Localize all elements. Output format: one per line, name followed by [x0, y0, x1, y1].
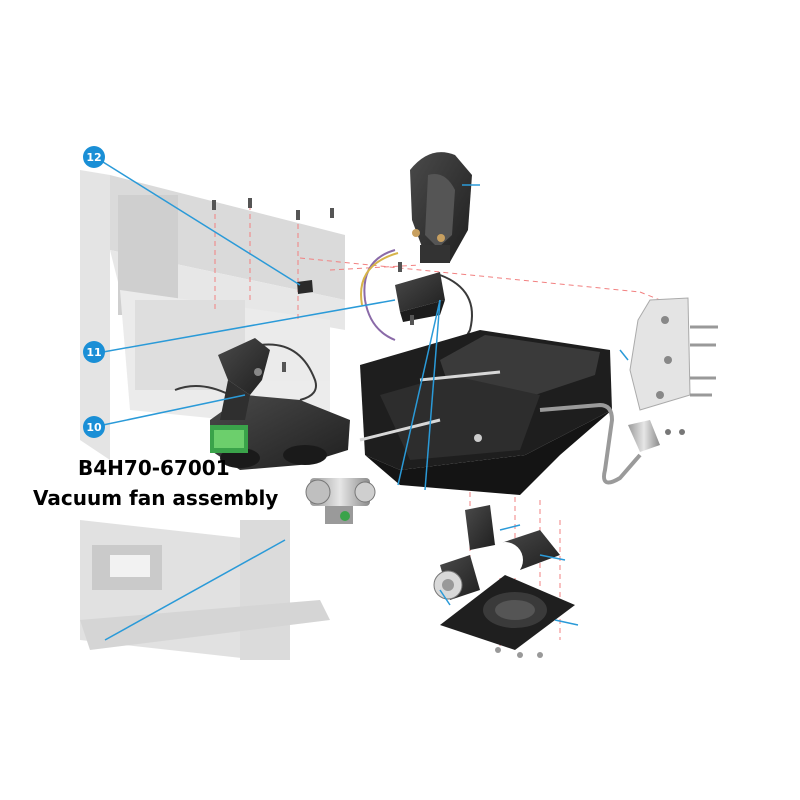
- callout-11-label: 11: [86, 346, 101, 359]
- connector-bracket: [628, 420, 685, 452]
- callout-10-label: 10: [86, 421, 102, 434]
- vacuum-fan-assembly: [210, 338, 350, 470]
- lower-fan-parts: [433, 505, 575, 658]
- upper-fan-housing: [410, 152, 472, 263]
- cable-tube: [539, 402, 642, 485]
- vacuum-tray: [359, 330, 612, 495]
- callout-11: 11: [83, 341, 105, 363]
- vacuum-motor: [305, 478, 376, 524]
- callout-12: 12: [83, 146, 105, 168]
- callout-12-label: 12: [86, 151, 101, 164]
- part-name-caption: Vacuum fan assembly: [33, 486, 279, 510]
- leader-lines: [102, 161, 629, 641]
- small-bracket: [297, 280, 313, 294]
- screws: [212, 198, 414, 372]
- side-plate: [629, 297, 718, 411]
- callout-10: 10: [83, 416, 105, 438]
- wiring-harness: [174, 249, 473, 401]
- part-number-caption: B4H70-67001: [78, 456, 230, 480]
- fan-controller-box: [395, 272, 445, 322]
